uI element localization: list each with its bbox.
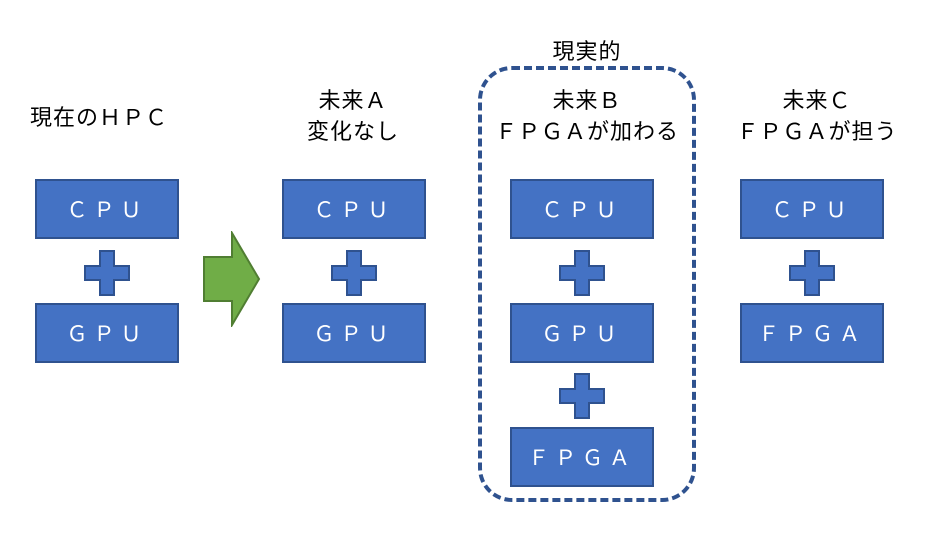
future-c-fpga-box: ＦＰＧＡ [740, 303, 884, 363]
future-c-cpu-box: ＣＰＵ [740, 179, 884, 239]
future-a-title-line1: 未来Ａ [318, 89, 388, 114]
current-gpu-box: ＧＰＵ [35, 303, 179, 363]
future-a-gpu-box: ＧＰＵ [282, 303, 426, 363]
future-a-title: 未来Ａ 変化なし [283, 86, 423, 148]
plus-icon [559, 250, 605, 296]
future-a-cpu-box: ＣＰＵ [282, 179, 426, 239]
right-arrow-icon [203, 231, 261, 327]
future-b-title-line1: 未来Ｂ [552, 89, 622, 114]
plus-icon [789, 250, 835, 296]
current-hpc-title: 現在のＨＰＣ [30, 103, 168, 134]
future-c-title-line1: 未来Ｃ [782, 89, 852, 114]
plus-icon [84, 250, 130, 296]
future-a-title-line2: 変化なし [306, 120, 399, 145]
realistic-label: 現実的 [537, 37, 637, 68]
future-b-gpu-box: ＧＰＵ [510, 303, 654, 363]
future-b-fpga-box: ＦＰＧＡ [510, 427, 654, 487]
current-hpc-title-text: 現在のＨＰＣ [30, 106, 169, 131]
future-b-title: 未来Ｂ ＦＰＧＡが加わる [487, 86, 687, 148]
realistic-label-text: 現実的 [552, 40, 622, 65]
future-b-cpu-box: ＣＰＵ [510, 179, 654, 239]
plus-icon [559, 373, 605, 419]
current-cpu-box: ＣＰＵ [35, 179, 179, 239]
realistic-group-outline [478, 66, 696, 502]
future-b-title-line2: ＦＰＧＡが加わる [494, 120, 679, 145]
plus-icon [331, 250, 377, 296]
future-c-title: 未来Ｃ ＦＰＧＡが担う [732, 86, 902, 148]
future-c-title-line2: ＦＰＧＡが担う [736, 120, 898, 145]
